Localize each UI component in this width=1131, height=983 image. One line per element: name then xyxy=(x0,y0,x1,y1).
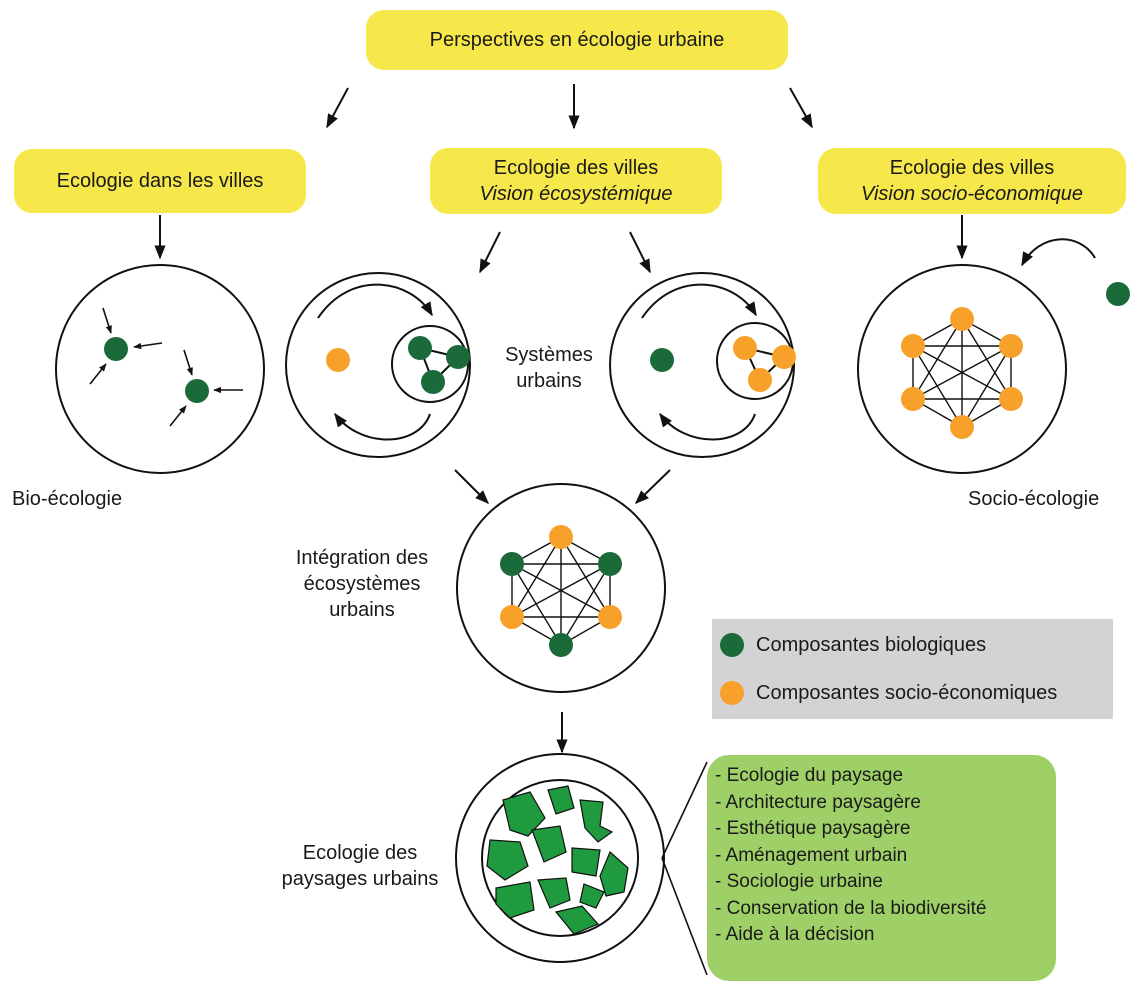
legend-socio: Composantes socio-économiques xyxy=(720,681,1057,705)
legend-socio-label: Composantes socio-économiques xyxy=(756,681,1058,704)
label-systemes-line1: Systèmes xyxy=(505,344,593,366)
arrows-top xyxy=(326,84,813,130)
callout-lines xyxy=(661,761,708,976)
circle-system-socio xyxy=(609,272,796,458)
circle-landscape xyxy=(455,753,665,963)
label-bio-ecology: Bio-écologie xyxy=(12,488,123,510)
top-box-label: Perspectives en écologie urbaine xyxy=(429,29,725,51)
label-systemes-line2: urbains xyxy=(516,370,582,392)
branch-right-box: Ecologie des villes Vision socio-économi… xyxy=(818,148,1126,214)
label-integration-line1: Intégration des xyxy=(295,547,429,569)
branch-left-box: Ecologie dans les villes xyxy=(14,149,306,213)
circle-integration xyxy=(456,483,666,693)
discipline-item: - Aide à la décision xyxy=(715,924,875,945)
legend: Composantes biologiques Composantes soci… xyxy=(712,619,1113,719)
discipline-item: - Architecture paysagère xyxy=(715,791,921,813)
discipline-item: - Conservation de la biodiversité xyxy=(715,897,987,919)
circle-system-biological xyxy=(285,272,471,458)
branch-right-label: Ecologie des villes xyxy=(889,157,1055,179)
label-paysages-urbains: Ecologie des paysages urbains xyxy=(270,840,450,892)
branch-left-label: Ecologie dans les villes xyxy=(56,170,264,192)
label-systemes-urbains: Systèmes urbains xyxy=(494,342,604,394)
discipline-item: - Aménagement urbain xyxy=(715,844,908,866)
branch-center-subtitle: Vision écosystémique xyxy=(479,183,673,205)
discipline-item: - Ecologie du paysage xyxy=(715,765,904,786)
circle-bio-ecology xyxy=(55,264,265,474)
legend-socio-dot xyxy=(720,681,744,705)
top-box: Perspectives en écologie urbaine xyxy=(366,10,788,70)
legend-biological-dot xyxy=(720,633,744,657)
disciplines-box: - Ecologie du paysage - Architecture pay… xyxy=(707,755,1056,981)
label-integration: Intégration des écosystèmes urbains xyxy=(272,545,452,623)
branch-center-box: Ecologie des villes Vision écosystémique xyxy=(430,148,722,214)
label-integration-line3: urbains xyxy=(329,599,395,621)
label-integration-line2: écosystèmes xyxy=(303,573,421,595)
label-socio-ecology: Socio-écologie xyxy=(968,488,1100,510)
landscape-patches xyxy=(486,785,629,935)
discipline-item: - Esthétique paysagère xyxy=(715,818,911,839)
bio-node xyxy=(104,337,128,361)
branch-center-label: Ecologie des villes xyxy=(493,157,659,179)
label-paysages-line2: paysages urbains xyxy=(281,868,439,890)
label-paysages-line1: Ecologie des xyxy=(302,842,418,864)
external-biological-node xyxy=(1106,282,1130,306)
discipline-item: - Sociologie urbaine xyxy=(715,871,883,892)
circle-socio-ecology xyxy=(857,264,1067,474)
branch-right-subtitle: Vision socio-économique xyxy=(861,183,1083,205)
legend-biological-label: Composantes biologiques xyxy=(756,633,987,656)
arrows-level2 xyxy=(154,215,1096,754)
legend-biological: Composantes biologiques xyxy=(720,633,986,657)
bio-node xyxy=(185,379,209,403)
